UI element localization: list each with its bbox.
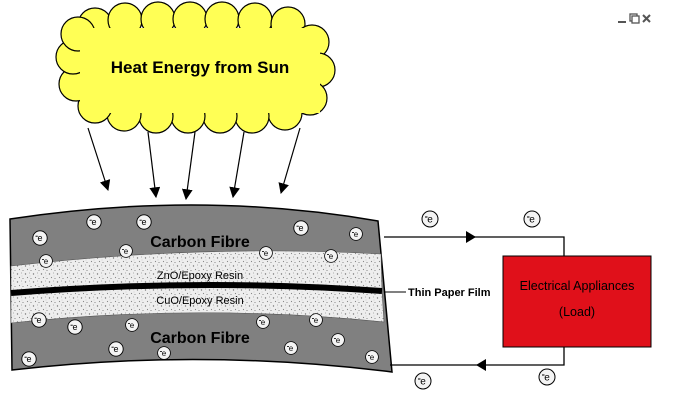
electron-icon <box>259 246 273 260</box>
current-arrow-bottom <box>476 359 486 371</box>
electron-icon <box>119 244 133 258</box>
composite-device: Carbon Fibre Carbon Fibre ZnO/Epoxy Resi… <box>9 204 393 373</box>
window-controls <box>618 13 651 24</box>
top-wire <box>384 236 565 256</box>
cuo-layer-label: CuO/Epoxy Resin <box>156 295 243 307</box>
load-label-line2: (Load) <box>559 305 595 319</box>
circuit-wires <box>384 236 565 366</box>
heat-arrow <box>181 131 196 201</box>
carbon-fibre-bottom-label: Carbon Fibre <box>150 330 250 347</box>
close-icon[interactable] <box>642 14 651 23</box>
bottom-wire <box>390 347 565 366</box>
electron-icon <box>414 372 432 390</box>
load-box: Electrical Appliances (Load) <box>502 255 652 348</box>
zno-layer-label: ZnO/Epoxy Resin <box>157 270 243 282</box>
electron-icon <box>309 313 323 327</box>
electron-icon <box>256 315 270 329</box>
sun-label: Heat Energy from Sun <box>111 58 290 77</box>
electron-icon <box>67 319 83 335</box>
electron-icon <box>349 227 363 241</box>
heat-arrow <box>87 127 111 192</box>
electron-icon <box>284 341 298 355</box>
thin-paper-film-label: Thin Paper Film <box>408 287 491 299</box>
electron-icon <box>421 210 439 228</box>
heat-arrow <box>147 131 161 199</box>
electron-icon <box>365 350 379 364</box>
electron-icon <box>331 333 345 347</box>
electron-icon <box>32 230 48 246</box>
electron-icon <box>523 210 541 228</box>
electron-icon <box>538 368 556 386</box>
electron-icon <box>21 351 37 367</box>
restore-icon[interactable] <box>629 13 640 24</box>
electron-icon <box>125 318 139 332</box>
electron-icon <box>293 220 309 236</box>
electron-icon <box>31 312 47 328</box>
current-arrow-top <box>466 231 476 243</box>
carbon-fibre-top-label: Carbon Fibre <box>150 234 250 251</box>
electron-icon <box>86 214 102 230</box>
electron-icon <box>136 214 152 230</box>
electron-icon <box>157 346 171 360</box>
electron-icon <box>108 341 124 357</box>
thin-paper-film <box>10 281 383 296</box>
load-label-line1: Electrical Appliances <box>520 279 635 293</box>
electron-icon <box>39 254 53 268</box>
film-callout: Thin Paper Film <box>384 287 491 299</box>
heat-arrows <box>87 127 301 201</box>
electron-icon <box>324 249 338 263</box>
sun-cloud: Heat Energy from Sun <box>55 1 336 134</box>
heat-arrow <box>229 131 245 199</box>
heat-arrow <box>278 127 301 195</box>
